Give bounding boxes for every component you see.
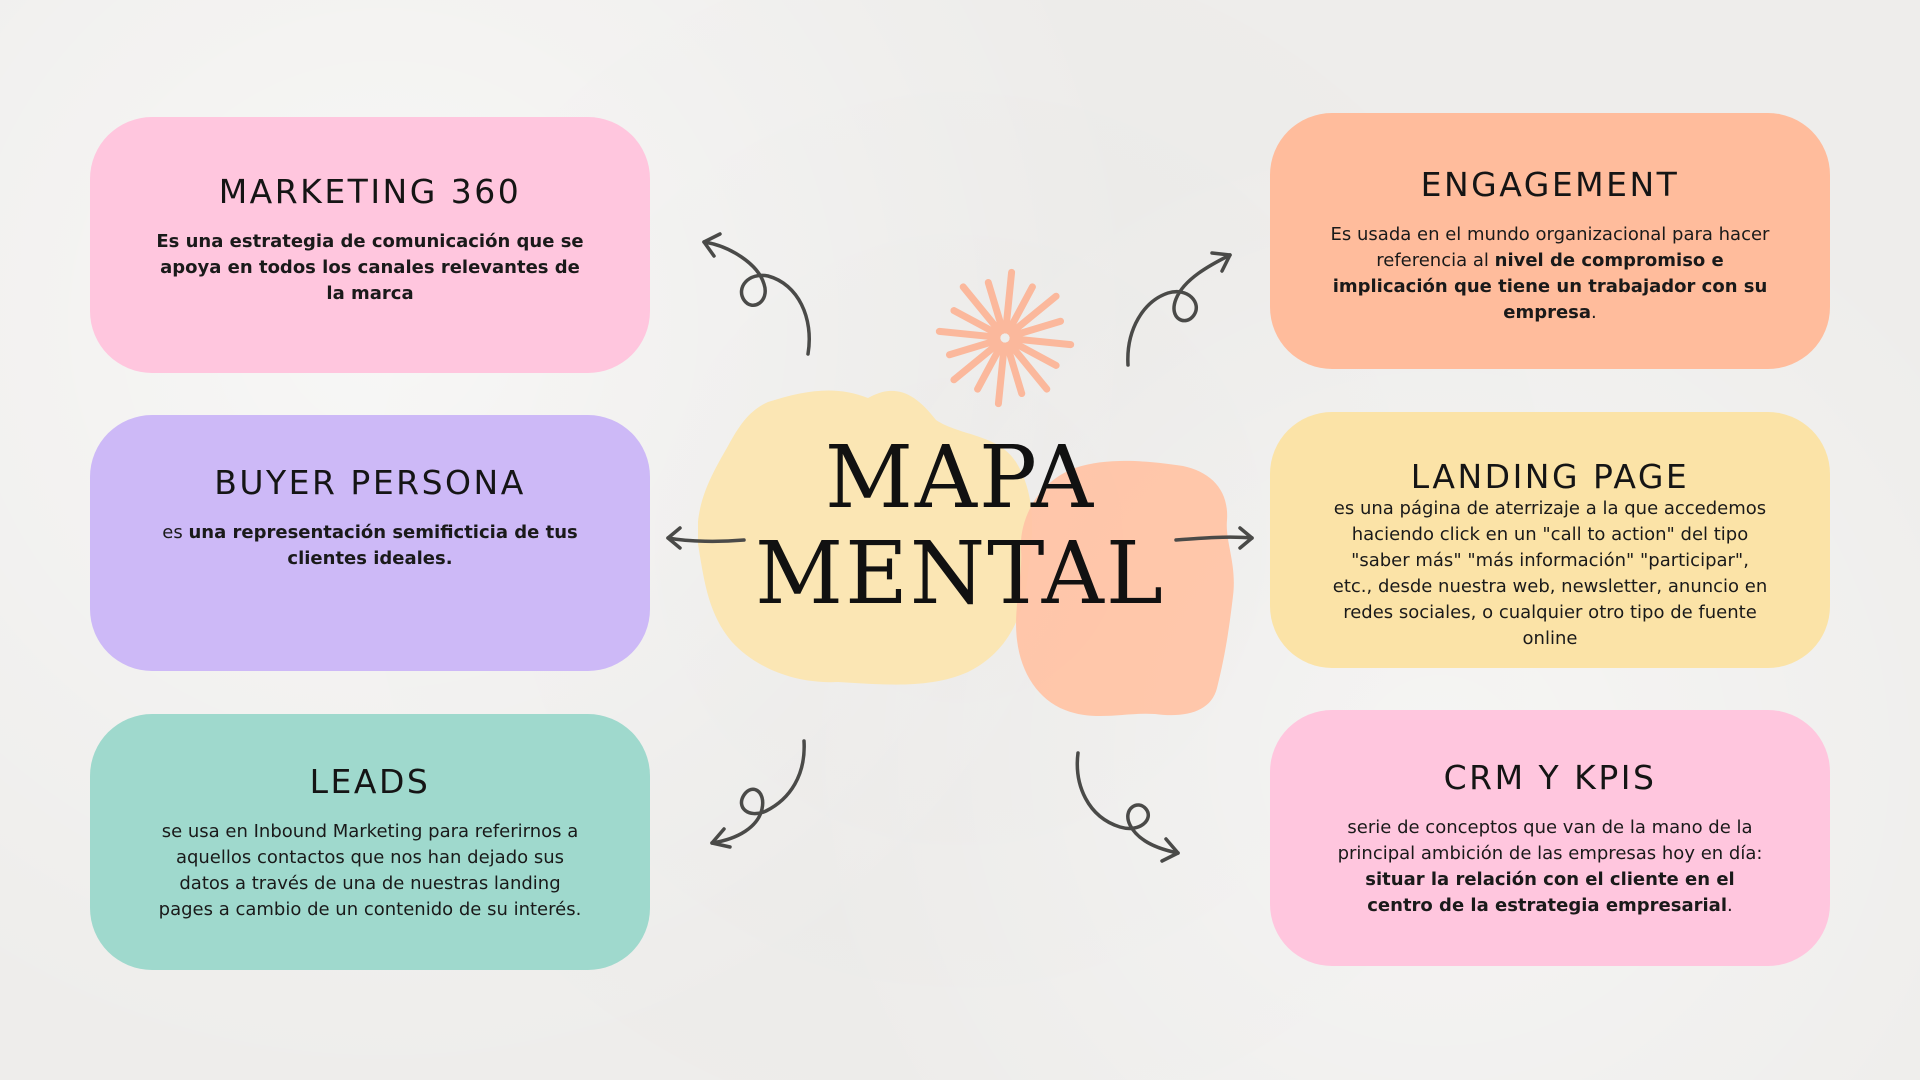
sunburst-ray: [1009, 335, 1075, 349]
peach-blob-shape: [1016, 460, 1234, 717]
card-engagement: ENGAGEMENT Es usada en el mundo organiza…: [1270, 113, 1830, 369]
card-leads-title: LEADS: [309, 762, 431, 801]
sunburst-ray: [984, 278, 1007, 334]
sunburst-ray: [945, 336, 1001, 359]
sunburst-ray: [950, 339, 1003, 384]
arrow-to-marketing-icon: [702, 232, 811, 356]
card-buyer-persona-text: es una representación semificticia de tu…: [162, 522, 578, 569]
sunburst-icon: [935, 268, 1075, 408]
arrow-to-buyer-icon: [666, 526, 746, 550]
arrow-to-landing-icon: [1174, 526, 1254, 550]
card-marketing-360-title: MARKETING 360: [218, 172, 522, 211]
sunburst-ray: [959, 283, 1004, 336]
card-crm-y-kpis-title: CRM Y KPIS: [1443, 758, 1657, 797]
card-crm-y-kpis: CRM Y KPIS serie de conceptos que van de…: [1270, 710, 1830, 966]
card-landing-page-title: LANDING PAGE: [1410, 457, 1690, 496]
central-title: MAPA MENTAL: [700, 430, 1220, 622]
sunburst-ray: [950, 307, 1002, 338]
sunburst-ray: [1003, 342, 1026, 398]
sunburst-ray: [1008, 338, 1060, 369]
card-engagement-text: Es usada en el mundo organizacional para…: [1330, 224, 1770, 323]
central-title-line-1: MAPA: [824, 428, 1096, 528]
card-marketing-360-text: Es una estrategia de comunicación que se…: [156, 231, 584, 304]
arrow-to-crm-icon: [1075, 751, 1180, 863]
yellow-blob-shape: [698, 390, 1033, 685]
card-leads: LEADS se usa en Inbound Marketing para r…: [90, 714, 650, 970]
card-landing-page: LANDING PAGE es una página de aterrizaje…: [1270, 412, 1830, 668]
sunburst-ray: [1006, 340, 1051, 393]
sunburst-ray: [1005, 283, 1036, 335]
sunburst-ray: [1007, 292, 1060, 337]
sunburst-ray: [974, 341, 1005, 393]
sunburst-ray: [1002, 268, 1016, 334]
central-title-line-2: MENTAL: [755, 524, 1165, 624]
card-engagement-title: ENGAGEMENT: [1420, 165, 1680, 204]
card-buyer-persona-title: BUYER PERSONA: [214, 463, 526, 502]
card-leads-text: se usa en Inbound Marketing para referir…: [158, 821, 582, 920]
card-landing-page-text: es una página de aterrizaje a la que acc…: [1332, 498, 1768, 649]
card-marketing-360: MARKETING 360 Es una estrategia de comun…: [90, 117, 650, 373]
arrow-to-leads-icon: [710, 739, 806, 849]
card-buyer-persona: BUYER PERSONA es una representación semi…: [90, 415, 650, 671]
sunburst-ray: [935, 327, 1001, 341]
card-crm-y-kpis-text: serie de conceptos que van de la mano de…: [1337, 817, 1763, 916]
sunburst-ray: [994, 342, 1008, 408]
arrow-to-engagement-icon: [1126, 251, 1232, 367]
sunburst-ray: [1009, 317, 1065, 340]
